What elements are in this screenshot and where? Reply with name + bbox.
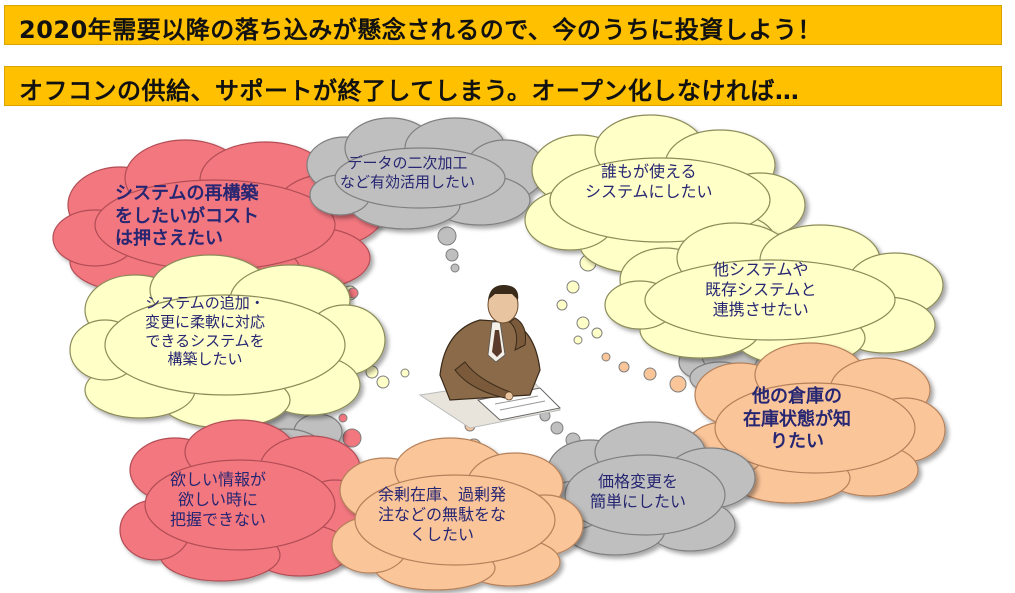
cloud-warehouse-line-3: りたい bbox=[770, 431, 824, 452]
cloud-warehouse-text: 他の倉庫の 在庫状態が知 りたい bbox=[743, 386, 851, 454]
cloud-info-line-2: 欲しい時に bbox=[178, 490, 259, 509]
cloud-price-text: 価格変更を 簡単にしたい bbox=[590, 472, 686, 512]
cloud-info-text: 欲しい情報が 欲しい時に 把握できない bbox=[170, 470, 266, 530]
cloud-flexible-line-2: 変更に柔軟に対応 bbox=[145, 312, 266, 331]
cloud-data-use bbox=[306, 117, 546, 230]
cloud-anyone-line-2: システムにしたい bbox=[585, 182, 713, 201]
cloud-flexible-line-4: 構築したい bbox=[167, 350, 243, 369]
cloud-warehouse-line-2: 在庫状態が知 bbox=[743, 408, 851, 430]
cloud-info-line-3: 把握できない bbox=[170, 510, 267, 529]
cloud-flexible-text: システムの追加・ 変更に柔軟に対応 できるシステムを 構築したい bbox=[145, 294, 265, 369]
cloud-rebuild-line-1: システムの再構築 bbox=[115, 183, 259, 204]
cloud-anyone-line-1: 誰もが使える bbox=[601, 162, 697, 181]
cloud-data-use-line-2: など有効活用したい bbox=[340, 172, 476, 191]
cloud-data-use-text: データの二次加工 など有効活用したい bbox=[340, 154, 475, 192]
cloud-rebuild-text: システムの再構築 をしたいがコスト は押さえたい bbox=[115, 183, 259, 251]
cloud-rebuild-line-2: をしたいがコスト bbox=[115, 205, 259, 227]
cloud-integrate-line-3: 連携させたい bbox=[712, 300, 809, 319]
cloud-integrate-line-1: 他システムや bbox=[713, 260, 809, 279]
cloud-integrate-text: 他システムや 既存システムと 連携させたい bbox=[705, 260, 817, 320]
cloud-price-line-2: 簡単にしたい bbox=[590, 492, 687, 511]
cloud-rebuild-line-3: は押さえたい bbox=[115, 228, 223, 249]
cloud-flexible bbox=[69, 254, 386, 429]
headline-text-top: 2020年需要以降の落ち込みが懸念されるので、今のうちに投資しよう！ bbox=[19, 16, 822, 44]
headline-banner-second: オフコンの供給、サポートが終了してしまう。オープン化しなければ… bbox=[4, 66, 1002, 106]
cloud-anyone-text: 誰もが使える システムにしたい bbox=[585, 162, 713, 202]
cloud-surplus-line-3: くしたい bbox=[410, 525, 475, 544]
cloud-price-line-1: 価格変更を bbox=[598, 472, 679, 491]
cloud-price bbox=[544, 421, 756, 556]
headline-text-second: オフコンの供給、サポートが終了してしまう。オープン化しなければ… bbox=[19, 77, 800, 105]
cloud-surplus-text: 余剰在庫、過剰発 注などの無駄をな くしたい bbox=[378, 485, 506, 545]
cloud-surplus-line-1: 余剰在庫、過剰発 bbox=[378, 485, 507, 504]
cloud-flexible-line-1: システムの追加・ bbox=[145, 294, 265, 312]
thinking-man-illustration bbox=[418, 284, 562, 429]
cloud-integrate-line-2: 既存システムと bbox=[705, 280, 817, 299]
headline-banner-top: 2020年需要以降の落ち込みが懸念されるので、今のうちに投資しよう！ bbox=[4, 5, 1002, 45]
cloud-info bbox=[119, 419, 371, 582]
cloud-data-use-line-1: データの二次加工 bbox=[347, 154, 468, 172]
cloud-flexible-line-3: できるシステムを bbox=[145, 331, 265, 350]
cloud-info-line-1: 欲しい情報が bbox=[170, 470, 267, 489]
cloud-warehouse-line-1: 他の倉庫の bbox=[752, 386, 842, 407]
cloud-surplus-line-2: 注などの無駄をな bbox=[378, 505, 507, 524]
cloud-surplus bbox=[331, 437, 584, 591]
